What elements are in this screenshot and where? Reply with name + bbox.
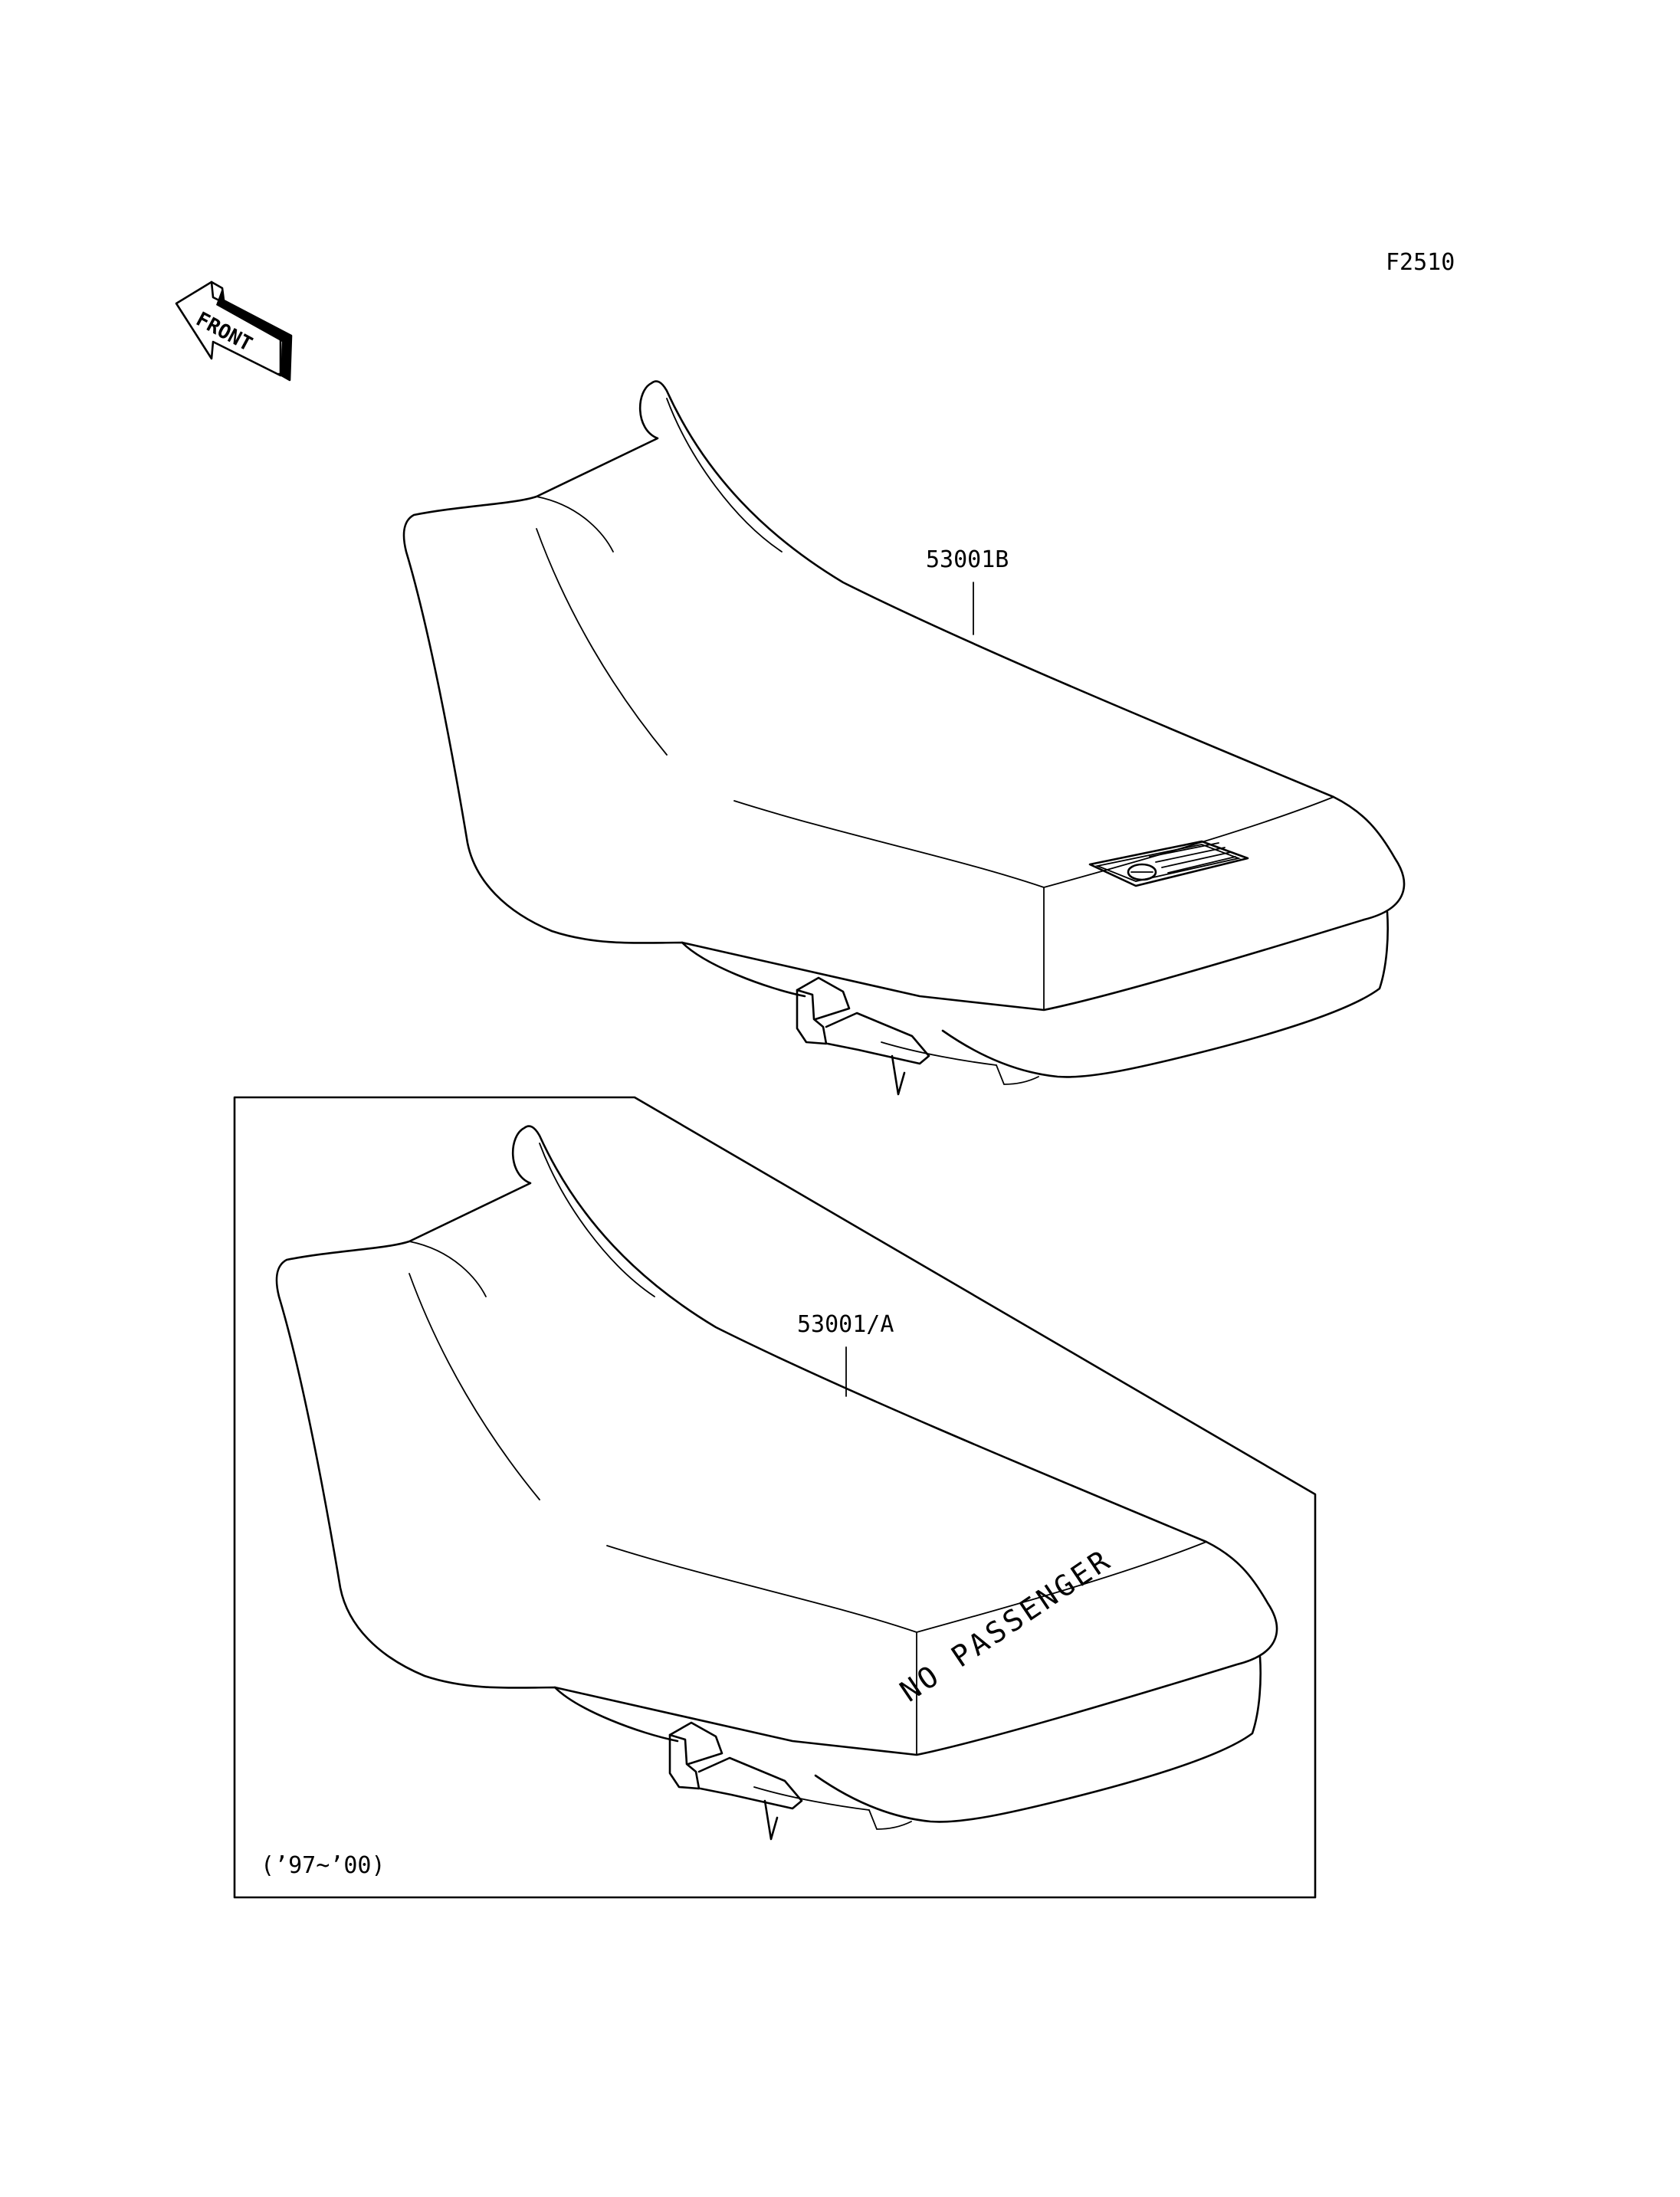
part-number-53001a: 53001/A — [797, 1311, 894, 1338]
seat-53001a-illustration — [275, 1125, 1278, 1841]
figure-code: F2510 — [1386, 249, 1455, 276]
seat-53001b-illustration — [402, 380, 1406, 1096]
front-arrow-icon: FRONT — [175, 280, 293, 382]
part-number-53001b: 53001B — [926, 546, 1009, 573]
model-year-frame — [233, 1096, 1317, 1899]
year-range-label: (’97~’00) — [261, 1852, 386, 1879]
seat-emblem-icon — [1088, 840, 1249, 887]
seat-lock-icon — [1127, 863, 1157, 881]
no-passenger-label: NO PASSENGER — [894, 1543, 1117, 1709]
